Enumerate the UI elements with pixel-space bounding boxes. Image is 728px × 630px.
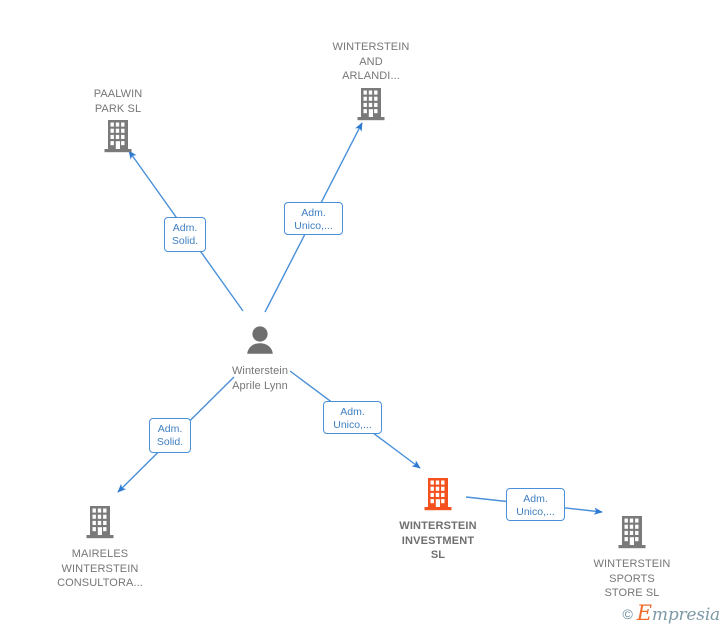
node-icon-wrap[interactable]: [103, 119, 133, 158]
building-icon: [618, 516, 646, 549]
edge-label-edge-person-to-winterstein-investment[interactable]: Adm. Unico,...: [323, 401, 382, 434]
copyright-icon: ©: [622, 605, 633, 622]
node-icon-wrap[interactable]: [617, 515, 647, 554]
node-paalwin-park-sl[interactable]: PAALWIN PARK SL: [43, 87, 193, 158]
node-winterstein-sports-store-sl[interactable]: WINTERSTEIN SPORTS STORE SL: [557, 515, 707, 601]
node-label: WINTERSTEIN SPORTS STORE SL: [593, 558, 671, 599]
node-winterstein-investment-sl[interactable]: WINTERSTEIN INVESTMENT SL: [363, 477, 513, 563]
node-label: PAALWIN PARK SL: [93, 88, 143, 115]
edge-label-edge-investment-to-sports-store[interactable]: Adm. Unico,...: [506, 488, 565, 521]
edge-label-edge-person-to-maireles[interactable]: Adm. Solid.: [149, 418, 191, 453]
edges-group: [117, 122, 603, 515]
building-icon: [86, 506, 114, 539]
node-icon-wrap[interactable]: [85, 505, 115, 544]
node-icon-wrap[interactable]: [356, 87, 386, 126]
node-icon-wrap[interactable]: [245, 325, 275, 361]
edge-label-edge-person-to-paalwin[interactable]: Adm. Solid.: [164, 217, 206, 252]
brand-wordmark: Empresia: [637, 603, 720, 624]
brand-rest: mpresia: [651, 605, 720, 625]
person-icon: [247, 326, 273, 354]
node-label: WINTERSTEIN AND ARLANDI...: [332, 41, 410, 82]
node-label: MAIRELES WINTERSTEIN CONSULTORA...: [57, 548, 143, 589]
node-winterstein-and-arlandi[interactable]: WINTERSTEIN AND ARLANDI...: [296, 40, 446, 126]
edge-label-edge-person-to-winterstein-arlandi[interactable]: Adm. Unico,...: [284, 202, 343, 235]
brand-initial: E: [636, 601, 652, 625]
node-maireles-winterstein-consultora[interactable]: MAIRELES WINTERSTEIN CONSULTORA...: [25, 505, 175, 591]
empresia-watermark: © Empresia: [622, 603, 720, 624]
building-icon: [424, 478, 452, 511]
building-icon: [357, 87, 385, 120]
building-icon: [104, 120, 132, 153]
node-person-winterstein-aprile-lynn[interactable]: Winterstein Aprile Lynn: [185, 325, 335, 393]
node-icon-wrap[interactable]: [423, 477, 453, 516]
node-label: WINTERSTEIN INVESTMENT SL: [399, 520, 477, 561]
node-label: Winterstein Aprile Lynn: [231, 365, 289, 392]
